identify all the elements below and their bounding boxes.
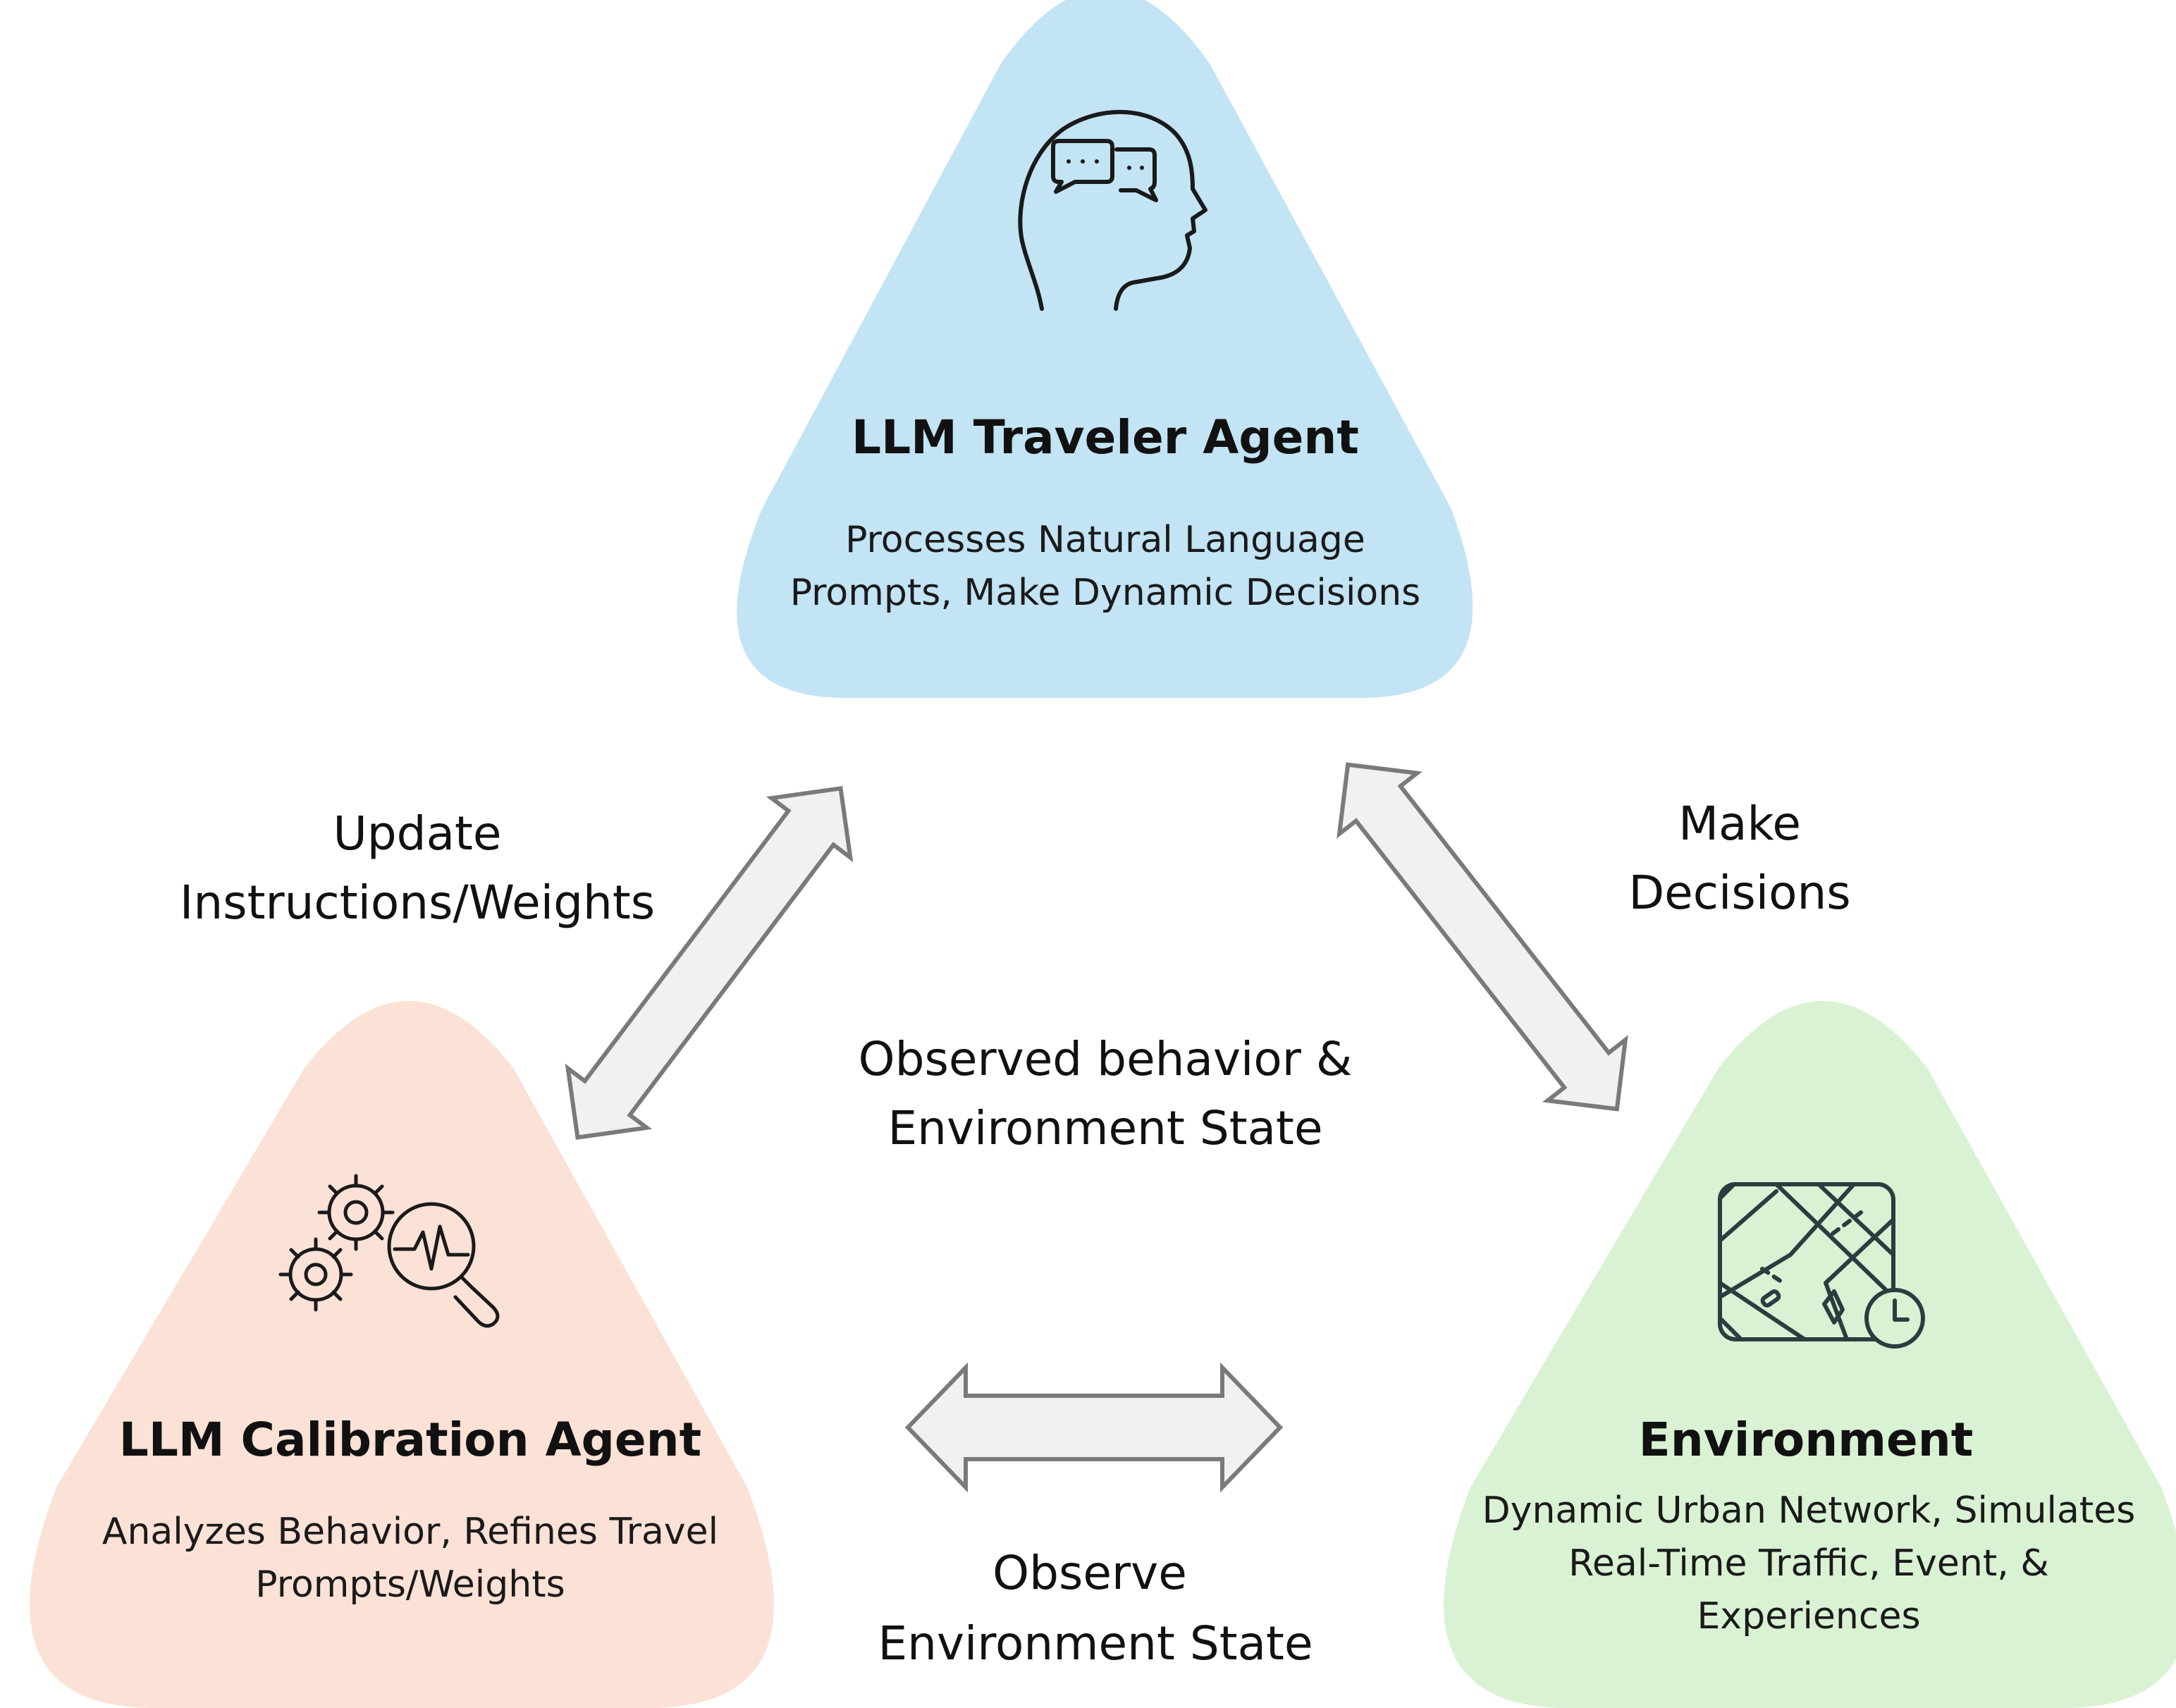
make-decisions-arrow: [1336, 762, 1628, 1112]
traveler-title: LLM Traveler Agent: [852, 410, 1359, 465]
environment-desc-line-2: Real-Time Traffic, Event, &: [1568, 1542, 2049, 1585]
traveler-triangle: [737, 0, 1473, 698]
decisions-label-line-2: Decisions: [1628, 866, 1850, 920]
observe-env-label-line-2: Environment State: [878, 1616, 1313, 1671]
traveler-desc-line-1: Processes Natural Language: [845, 519, 1365, 561]
calibration-node: LLM Calibration Agent Analyzes Behavior,…: [30, 1001, 774, 1708]
update-weights-arrow: [565, 786, 854, 1140]
calibration-desc-line-2: Prompts/Weights: [255, 1563, 565, 1606]
environment-title: Environment: [1639, 1413, 1974, 1467]
environment-desc-line-3: Experiences: [1697, 1595, 1920, 1638]
gears-magnifier-icon: [278, 1174, 500, 1328]
update-label-line-1: Update: [333, 806, 501, 861]
update-label-line-2: Instructions/Weights: [180, 875, 655, 930]
head-with-chat-bubbles-icon: [1018, 110, 1207, 311]
environment-desc-line-1: Dynamic Urban Network, Simulates: [1482, 1489, 2136, 1532]
observe-environment-arrow: [904, 1362, 1284, 1493]
calibration-triangle: [30, 1001, 774, 1708]
observed-label-line-1: Observed behavior &: [859, 1032, 1353, 1086]
traveler-desc-line-2: Prompts, Make Dynamic Decisions: [790, 572, 1421, 614]
calibration-title: LLM Calibration Agent: [119, 1413, 701, 1467]
environment-node: Environment Dynamic Urban Network, Simul…: [1444, 1001, 2176, 1708]
traveler-node: LLM Traveler Agent Processes Natural Lan…: [737, 0, 1473, 698]
calibration-desc-line-1: Analyzes Behavior, Refines Travel: [102, 1511, 718, 1553]
decisions-label-line-1: Make: [1678, 797, 1801, 851]
observe-env-label-line-1: Observe: [992, 1546, 1187, 1600]
observed-label-line-2: Environment State: [887, 1101, 1322, 1155]
road-map-clock-icon: [1718, 1182, 1925, 1348]
environment-triangle: [1444, 1001, 2176, 1708]
